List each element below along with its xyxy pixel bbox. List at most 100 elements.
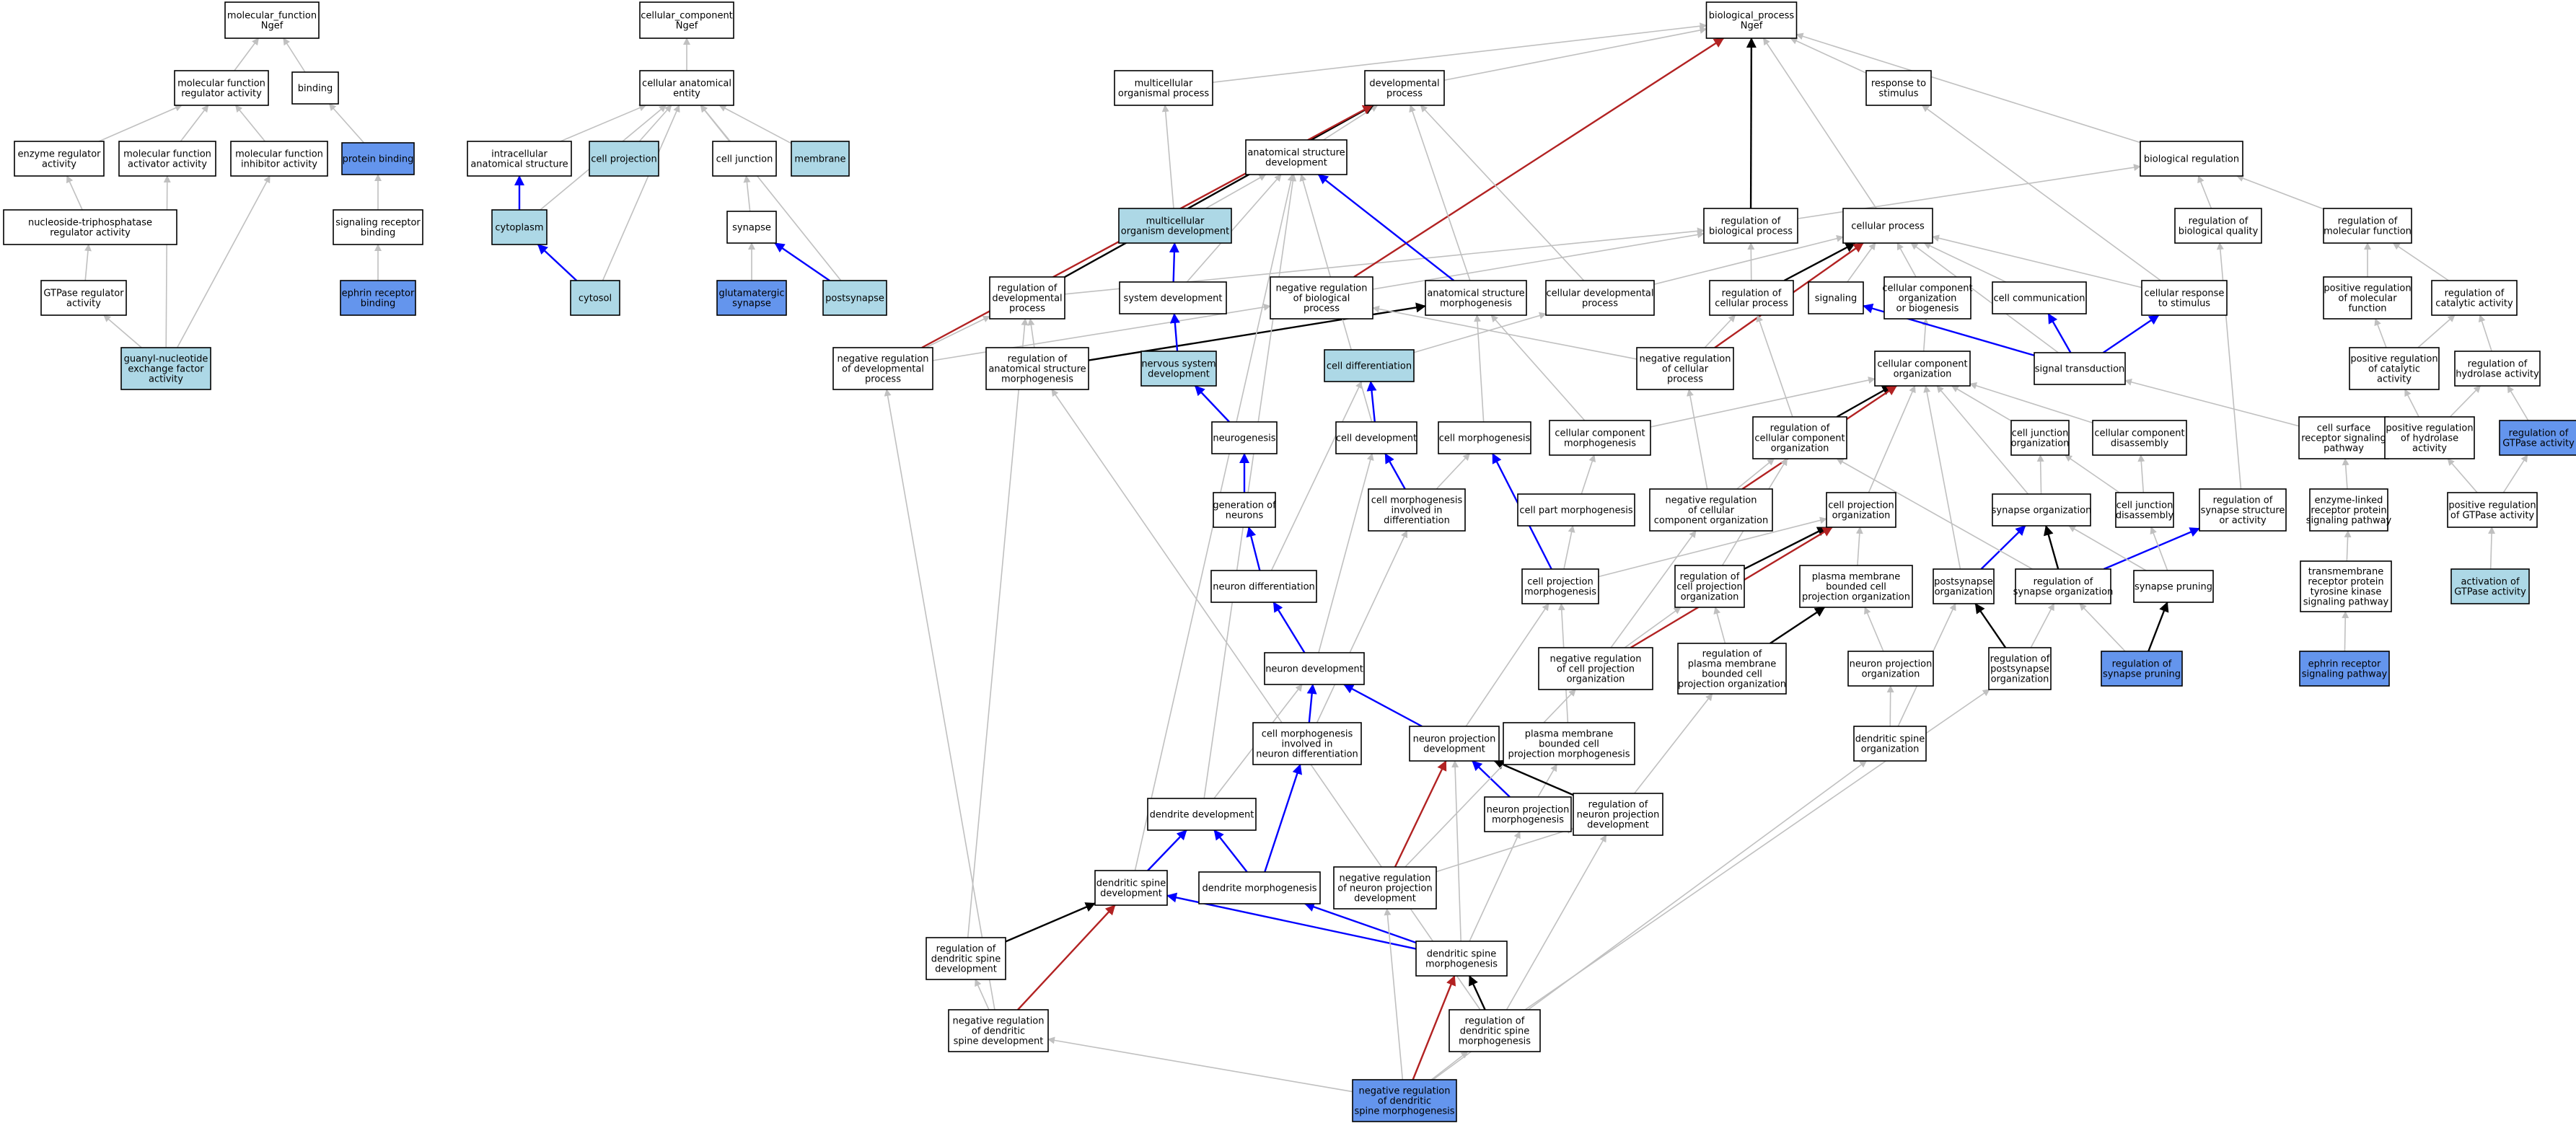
node-label-line: signaling <box>1815 294 1858 304</box>
node-label-line: regulation of <box>1990 654 2050 665</box>
edge-regcpo-to-cporg <box>1744 526 1828 570</box>
node-label-line: postsynapse <box>825 294 884 304</box>
node-label-line: of cellular <box>1688 506 1735 516</box>
node-label-line: projection organization <box>1802 592 1910 603</box>
node-label-line: morphogenesis <box>1564 439 1636 449</box>
node-label-line: cell morphogenesis <box>1439 433 1531 444</box>
node-box <box>14 141 105 177</box>
go-term-node-celldiff: cell differentiation <box>1324 349 1415 382</box>
node-label-line: bounded cell <box>1702 669 1762 680</box>
node-label-line: cell junction <box>716 154 773 165</box>
node-label-line: cellular process <box>1715 299 1788 309</box>
node-label-line: of neuron projection <box>1337 884 1432 894</box>
edge-regssa-to-regbq <box>2216 242 2242 490</box>
go-term-node-signaling: signaling <box>1808 281 1864 314</box>
node-box <box>1573 793 1663 836</box>
edge-regasm-to-regdev <box>1027 318 1035 348</box>
edge-gef-to-mfinh <box>176 175 271 348</box>
node-box <box>1252 722 1362 765</box>
edge-regdsdev-to-regdev <box>967 318 1029 938</box>
go-term-node-bioreg: biological regulation <box>2140 141 2243 177</box>
node-label-line: plasma membrane <box>1525 729 1614 740</box>
node-label-line: neuron differentiation <box>1256 749 1358 760</box>
node-box <box>1352 1079 1457 1122</box>
node-box <box>1549 420 1651 456</box>
node-label-line: cellular anatomical <box>642 79 731 89</box>
node-label-line: inhibitor activity <box>241 159 317 170</box>
node-box <box>926 937 1006 980</box>
node-label-line: projection organization <box>1678 679 1786 690</box>
edge-regpmbcpo-to-regcpo <box>1713 607 1726 644</box>
node-label-line: regulation of <box>936 944 996 955</box>
node-label-line: of catalytic <box>2368 364 2420 375</box>
node-box <box>1213 492 1276 528</box>
go-term-node-membrane: membrane <box>791 141 850 177</box>
edge-dso-to-npo <box>1886 685 1894 727</box>
node-label-line: cellular response <box>2145 289 2225 299</box>
node-label-line: Ngef <box>261 21 283 32</box>
node-box <box>1484 796 1572 832</box>
node-label-line: cellular component <box>1877 359 1967 370</box>
edge-regsynprun-to-synprun <box>2148 602 2169 652</box>
node-label-line: organization <box>1861 744 1920 755</box>
node-box <box>340 280 416 316</box>
node-label-line: dendritic spine <box>1096 878 1166 889</box>
node-label-line: neuron development <box>1265 664 1363 675</box>
node-label-line: cell projection <box>1828 501 1894 511</box>
node-label-line: positive regulation <box>2386 423 2473 434</box>
node-label-line: process <box>1009 304 1045 314</box>
edge-regcco-to-regcp <box>1756 314 1793 418</box>
node-label-line: anatomical structure <box>1427 289 1524 299</box>
node-box <box>2450 568 2530 604</box>
edge-gtpreg-to-ntpreg <box>84 244 92 281</box>
node-label-line: development <box>1423 744 1485 755</box>
edge-posreggtp-to-posreghyd <box>2447 458 2478 493</box>
node-label-line: biological quality <box>2179 226 2259 237</box>
node-label-line: organization <box>1862 669 1920 680</box>
node-label-line: of dendritic <box>1378 1096 1431 1107</box>
node-label-line: signaling pathway <box>2303 597 2389 608</box>
node-label-line: tyrosine kinase <box>2311 587 2382 598</box>
node-label-line: regulation of <box>1680 572 1740 583</box>
node-label-line: stimulus <box>1878 89 1918 100</box>
node-label-line: GTPase regulator <box>43 289 124 299</box>
node-box <box>1842 208 1933 244</box>
node-label-line: regulation of <box>2213 496 2273 506</box>
node-label-line: postsynapse <box>1990 664 2049 675</box>
go-term-node-cytosol: cytosol <box>570 280 620 316</box>
go-term-node-neurdiff: neuron differentiation <box>1210 570 1317 603</box>
node-box <box>1517 493 1635 527</box>
edge-cjorg-to-ccorg <box>1951 385 2012 422</box>
edge-mfinh-to-mfreg <box>234 105 266 142</box>
node-label-line: morphogenesis <box>1440 299 1512 309</box>
edge-ccdis-to-ccorg <box>1969 382 2093 424</box>
node-box <box>2454 351 2541 387</box>
edge-cpmorph-to-ccmorph <box>1581 454 1596 495</box>
node-label-line: ephrin receptor <box>2308 659 2381 670</box>
edge-signaling-to-cellproc <box>1847 242 1876 283</box>
node-box <box>716 280 787 316</box>
node-box <box>1211 421 1278 454</box>
edge-negregnpdev-to-npdev <box>1394 760 1447 868</box>
node-label-line: organization <box>1567 674 1625 685</box>
